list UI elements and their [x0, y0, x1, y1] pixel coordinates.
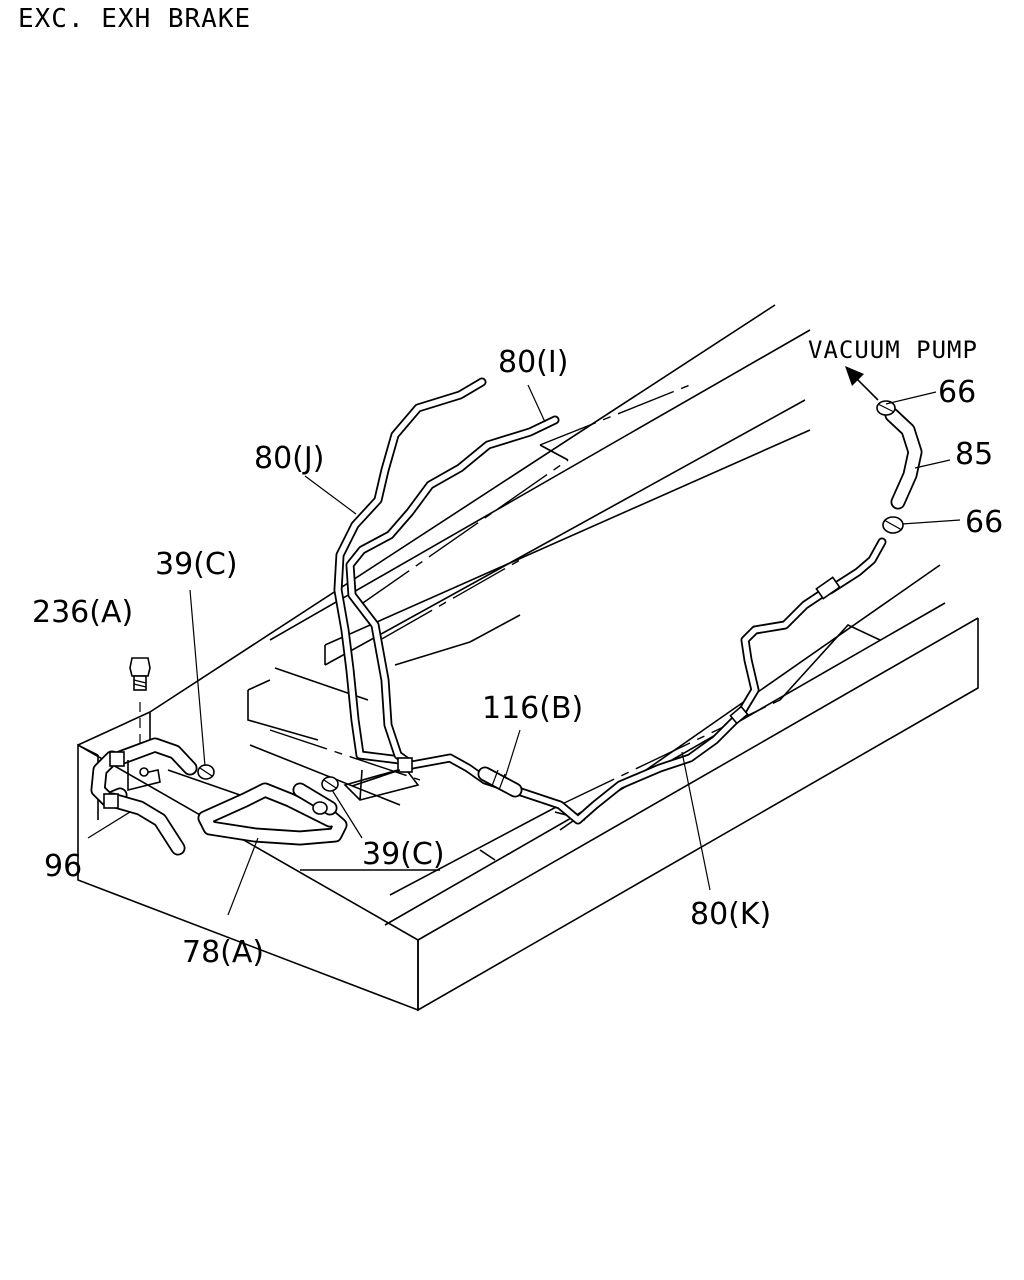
- frame-structure: [77, 304, 979, 1012]
- label-80-i: 80(I): [498, 345, 568, 380]
- label-80-j: 80(J): [254, 441, 324, 476]
- hose-85[interactable]: [884, 407, 923, 510]
- joint-bracket[interactable]: [343, 757, 420, 801]
- bolt-236-a[interactable]: [129, 657, 151, 744]
- label-66-top: 66: [938, 375, 976, 410]
- label-85: 85: [955, 437, 993, 472]
- leader-lines: [87, 384, 961, 916]
- diagram-caption: EXC. EXH BRAKE: [18, 4, 252, 34]
- pipe-80-i[interactable]: [345, 415, 560, 770]
- label-96: 96: [44, 849, 82, 884]
- label-78-a: 78(A): [182, 935, 264, 970]
- valve-96[interactable]: [90, 737, 198, 856]
- clamp-66-top[interactable]: [876, 400, 896, 416]
- vacuum-pump-arrow-icon: [845, 366, 879, 401]
- clamp-39-c-bottom[interactable]: [312, 776, 339, 815]
- label-80-k: 80(K): [690, 897, 771, 932]
- label-39-c-bottom: 39(C): [362, 837, 445, 872]
- label-236-a: 236(A): [32, 595, 133, 630]
- label-39-c-top: 39(C): [155, 547, 238, 582]
- label-vacuum-pump: VACUUM PUMP: [808, 336, 978, 364]
- label-116-b: 116(B): [482, 691, 583, 726]
- label-66-mid: 66: [965, 505, 1003, 540]
- hose-116-b[interactable]: [477, 766, 523, 798]
- callouts: VACUUM PUMP 66 85 66 80(I) 80(J) 39(C) 2…: [32, 336, 1003, 970]
- clamp-66-mid[interactable]: [882, 516, 904, 534]
- clamp-39-c-top[interactable]: [197, 764, 215, 780]
- pipe-80-j[interactable]: [333, 377, 487, 765]
